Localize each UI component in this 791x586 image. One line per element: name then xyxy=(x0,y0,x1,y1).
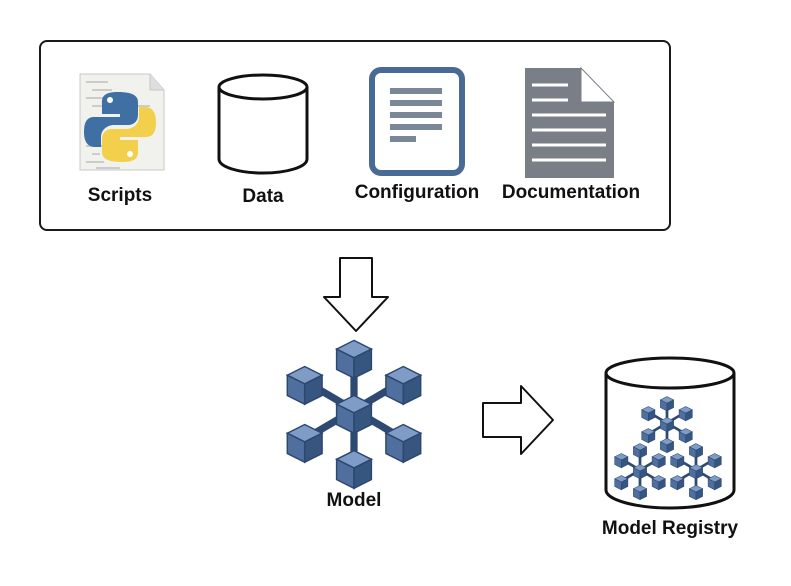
model-label: Model xyxy=(326,490,382,511)
configuration-label: Configuration xyxy=(354,182,480,203)
database-cylinder-icon xyxy=(217,73,309,175)
data-label: Data xyxy=(242,186,284,207)
model-registry-label: Model Registry xyxy=(601,518,739,539)
arrow-right-icon xyxy=(482,385,554,455)
arrow-down-icon xyxy=(323,257,389,332)
documentation-label: Documentation xyxy=(501,182,641,203)
config-document-icon xyxy=(369,67,465,176)
python-script-icon xyxy=(79,73,165,171)
scripts-label: Scripts xyxy=(87,185,153,206)
inputs-group-box xyxy=(39,40,671,231)
registry-database-icon xyxy=(604,356,736,510)
document-icon xyxy=(525,66,616,178)
model-cube-cluster-icon xyxy=(287,340,420,488)
